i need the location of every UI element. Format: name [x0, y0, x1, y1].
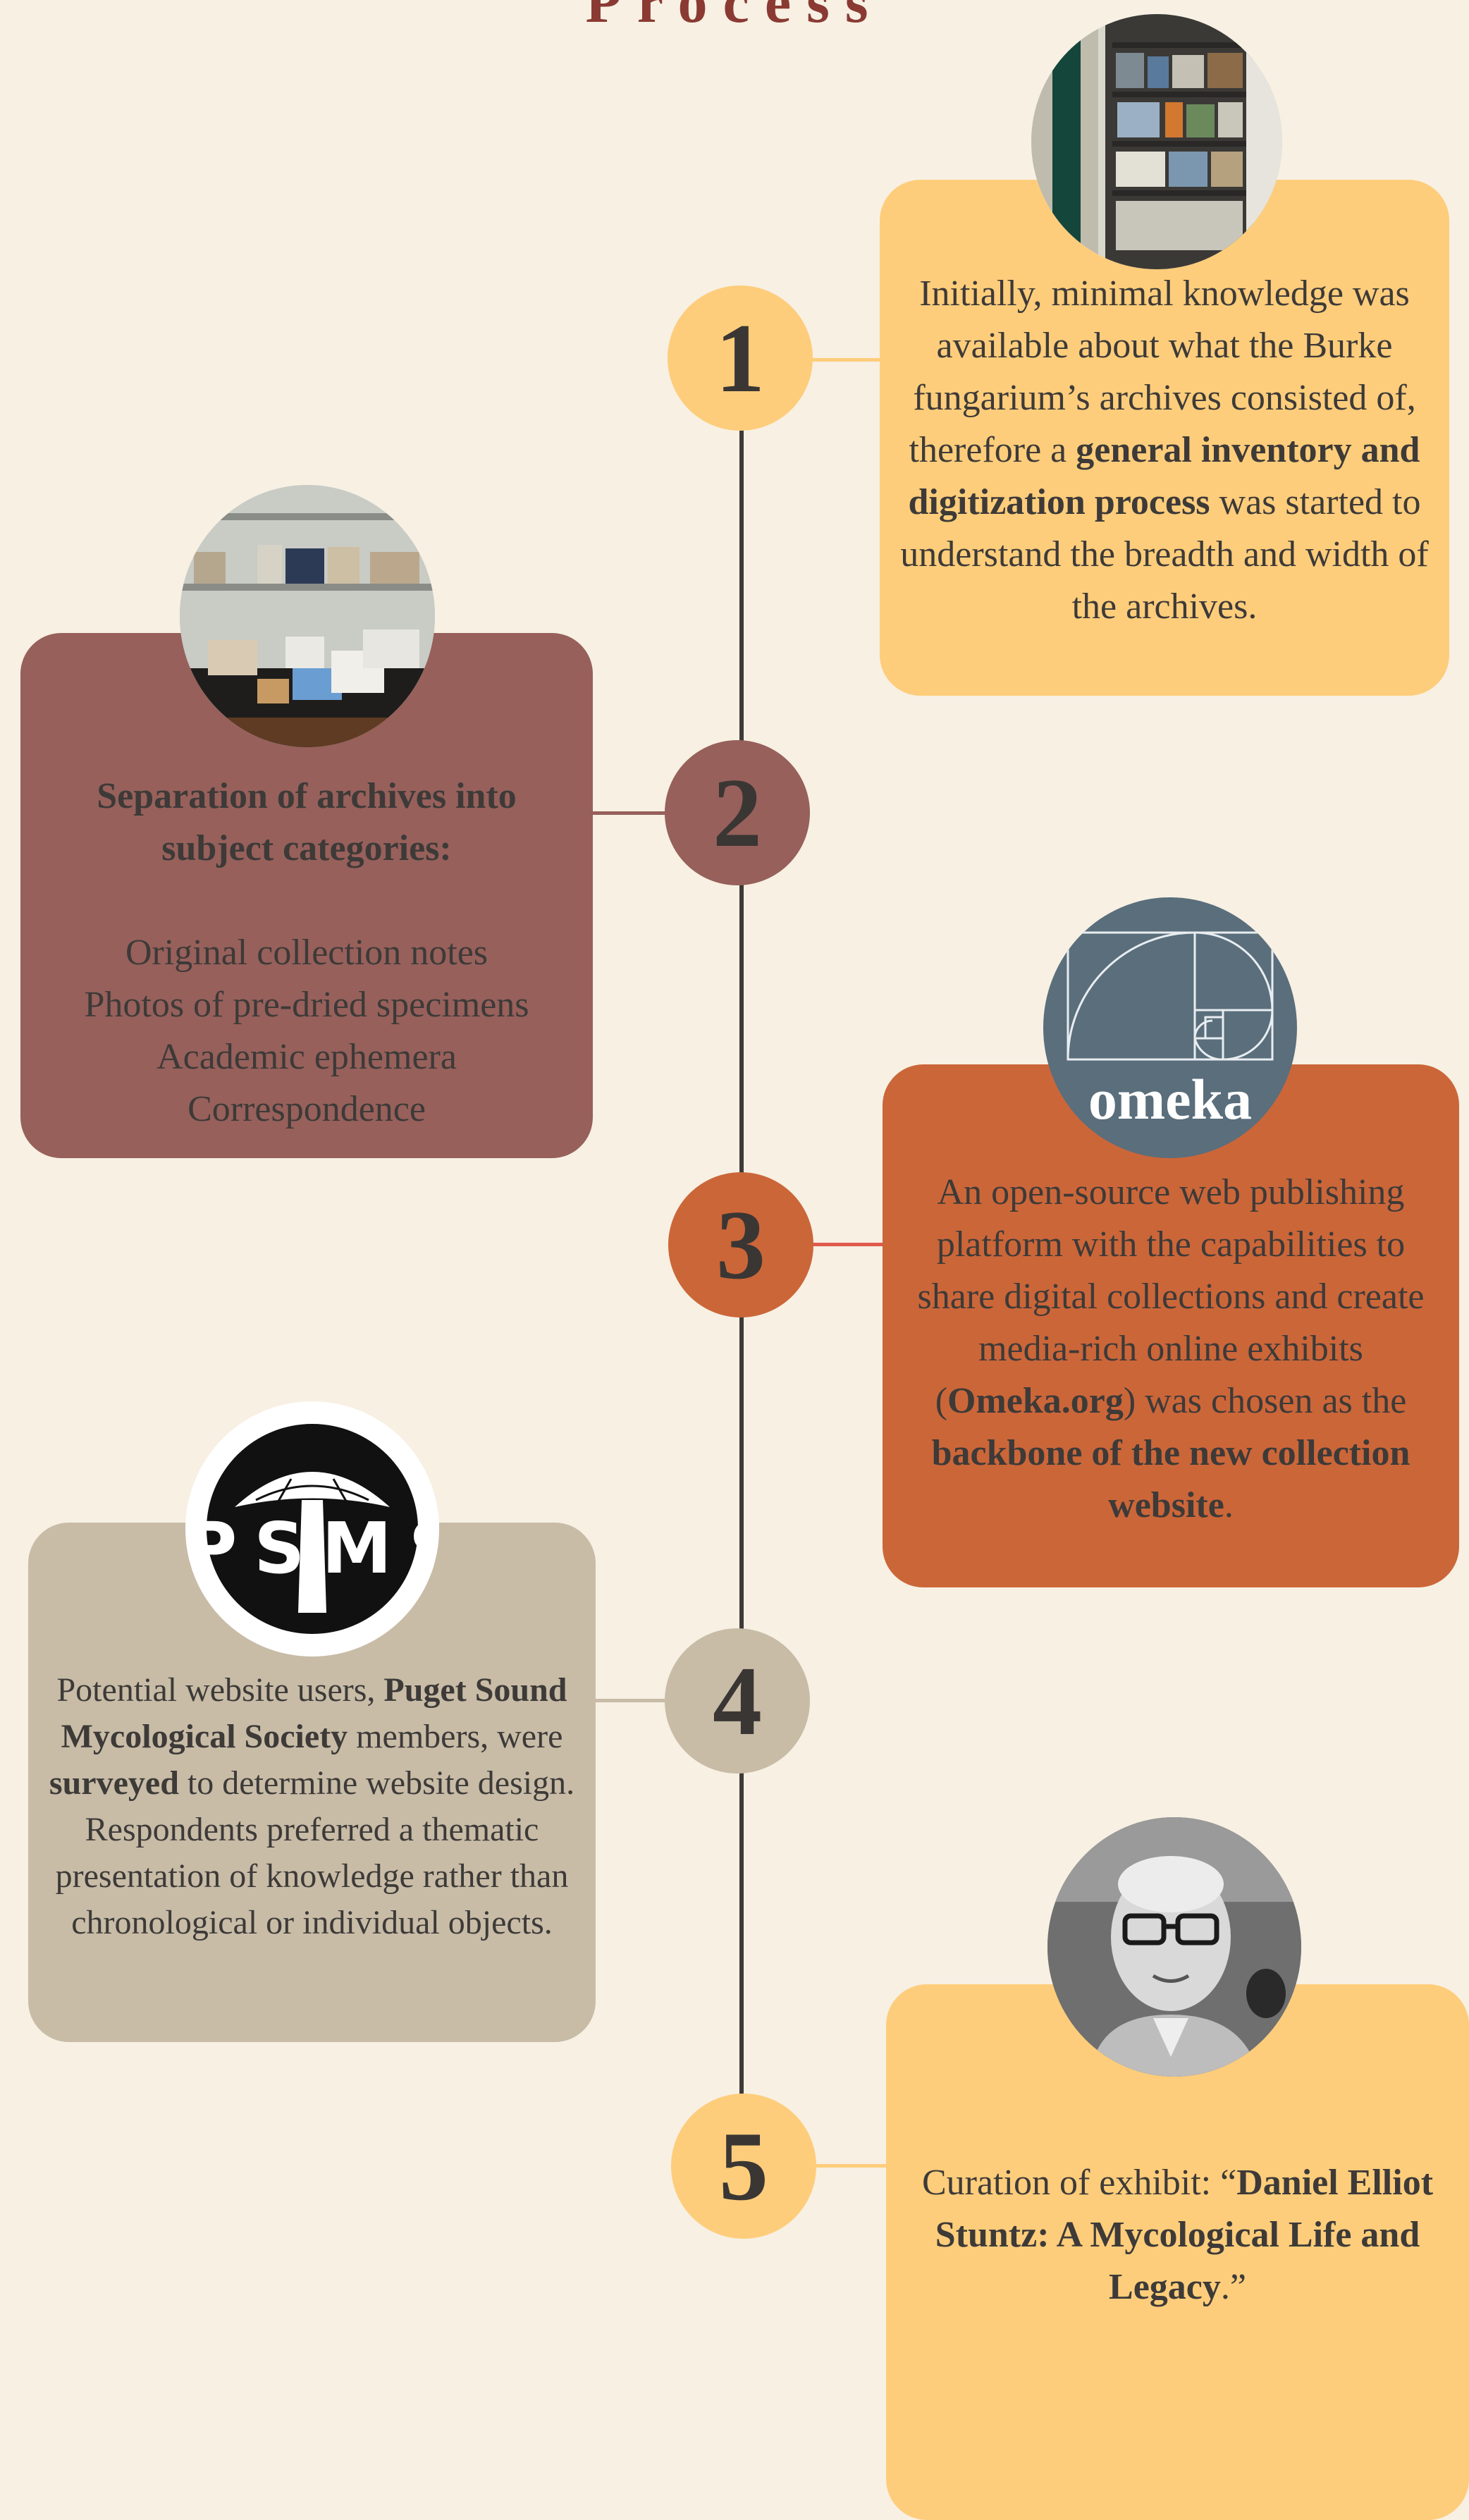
connector-1	[811, 358, 881, 362]
step-2-heading: Separation of archives into subject cate…	[97, 776, 517, 868]
step-4-text: Potential website users, Puget Sound Myc…	[49, 1671, 575, 1941]
step-4-number: 4	[665, 1628, 810, 1774]
step-1-card: Initially, minimal knowledge was availab…	[880, 180, 1449, 696]
step-1-photo	[1031, 14, 1282, 269]
connector-4	[592, 1699, 666, 1702]
omeka-logo-text: omeka	[1088, 1067, 1253, 1131]
step-3-text: An open-source web publishing platform w…	[917, 1172, 1425, 1525]
step-3-card: An open-source web publishing platform w…	[883, 1064, 1459, 1587]
step-2-item: Original collection notes	[125, 933, 488, 973]
step-2-item: Correspondence	[188, 1089, 426, 1129]
archive-shelves-photo-icon	[1031, 14, 1282, 269]
step-1-number: 1	[668, 285, 813, 431]
psms-logo: PSMS	[185, 1401, 439, 1657]
archive-boxes-photo-icon	[180, 485, 435, 747]
step-2-photo	[180, 485, 435, 747]
connector-5	[816, 2164, 887, 2168]
mushroom-icon	[235, 1472, 390, 1613]
page-title: Process	[585, 0, 884, 35]
step-3-number: 3	[668, 1172, 813, 1317]
step-2-item: Photos of pre-dried specimens	[84, 985, 529, 1025]
step-4-card: Potential website users, Puget Sound Myc…	[28, 1523, 596, 2042]
omeka-logo: omeka	[1043, 897, 1297, 1158]
step-5-text: Curation of exhibit: “Daniel Elliot Stun…	[921, 2163, 1434, 2307]
connector-2	[589, 811, 666, 815]
psms-logo-text: PSMS	[185, 1507, 439, 1590]
fibonacci-spiral-icon	[1067, 931, 1274, 1061]
step-1-text: Initially, minimal knowledge was availab…	[900, 273, 1429, 627]
step-5-portrait	[1047, 1817, 1301, 2077]
portrait-photo-icon	[1047, 1817, 1301, 2077]
step-2-number: 2	[665, 740, 810, 885]
step-5-number: 5	[671, 2094, 816, 2239]
connector-3	[812, 1243, 883, 1246]
step-2-item: Academic ephemera	[156, 1037, 457, 1077]
